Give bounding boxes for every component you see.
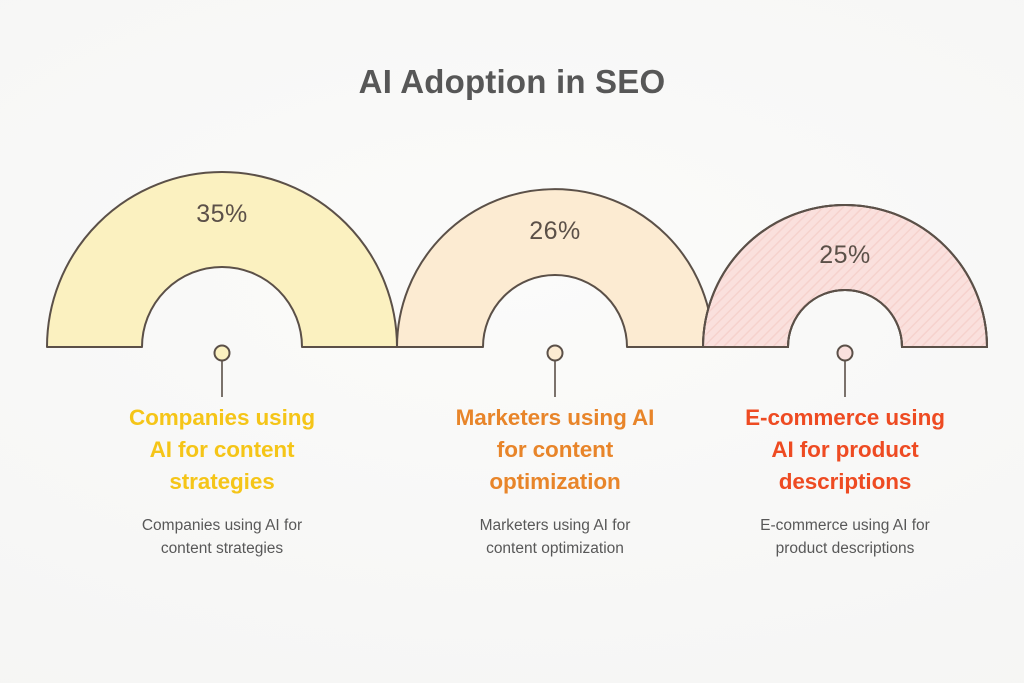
page-title: AI Adoption in SEO [358, 63, 666, 100]
arc-segment-2-value-label: 26% [529, 217, 581, 245]
captions-row: Companies using AI for content strategie… [0, 402, 1024, 642]
caption-heading-1: Companies using AI for content strategie… [128, 405, 316, 494]
arc-segment-1-marker-dot[interactable] [213, 344, 231, 362]
arc-segment-2-marker-dot[interactable] [546, 344, 564, 362]
arc-segment-1-shape[interactable] [46, 171, 398, 348]
caption-body-1: Companies using AI for content strategie… [141, 516, 303, 558]
arc-segment-3-marker-dot[interactable] [836, 344, 854, 362]
caption-column-1: Companies using AI for content strategie… [107, 402, 337, 560]
caption-column-2: Marketers using AI for content optimizat… [440, 402, 670, 560]
arc-segment-3[interactable]: 25% [701, 204, 989, 397]
caption-body-2: Marketers using AI for content optimizat… [479, 516, 631, 558]
caption-heading-2: Marketers using AI for content optimizat… [455, 405, 655, 494]
arc-segment-3-value-label: 25% [819, 241, 871, 269]
arc-segment-2-shape[interactable] [396, 188, 714, 348]
arc-segment-1-value-label: 35% [196, 200, 248, 228]
arc-segment-3-outline [701, 204, 989, 348]
caption-body-3: E-commerce using AI for product descript… [760, 516, 930, 558]
arc-segment-1[interactable]: 35% [46, 171, 398, 397]
arc-segment-2[interactable]: 26% [396, 188, 714, 397]
caption-heading-3: E-commerce using AI for product descript… [745, 405, 945, 494]
arc-segment-3-hatch-overlay [702, 204, 988, 348]
caption-column-3: E-commerce using AI for product descript… [730, 402, 960, 560]
